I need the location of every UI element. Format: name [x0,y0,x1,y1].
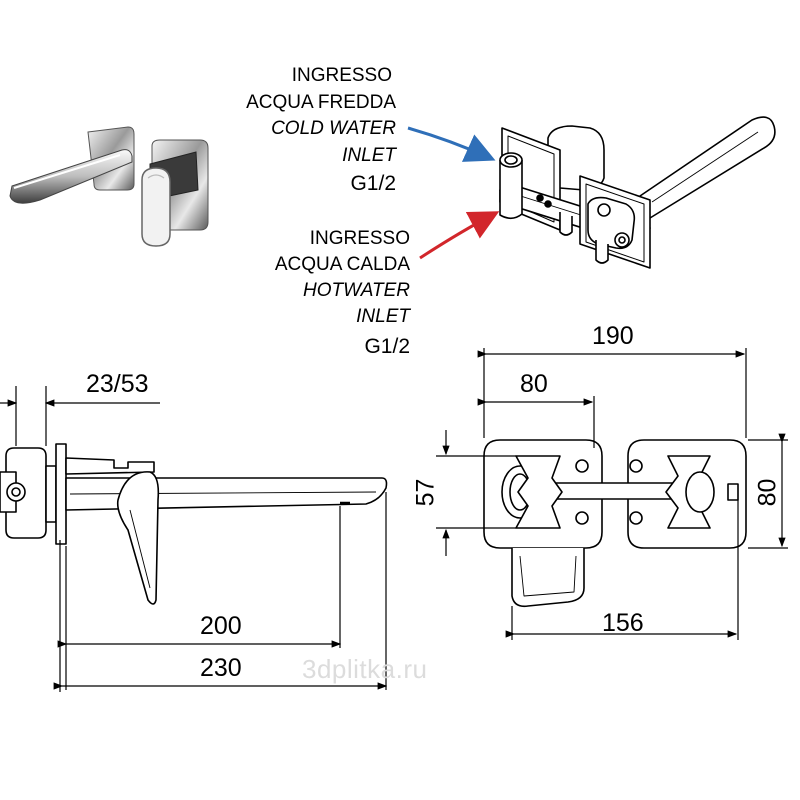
dimension-total-length: 230 [200,654,242,682]
hot-inlet-arrow [419,211,500,260]
front-dimension-lines [436,348,788,640]
hot-inlet-label-1: INGRESSO [309,228,410,249]
dimension-body-width: 156 [602,609,644,637]
cold-inlet-label-3: COLD WATER [271,118,396,139]
cold-inlet-label-2: ACQUA FREDDA [246,92,396,113]
dimension-overall-width: 190 [592,322,634,350]
rough-in-body [499,116,776,269]
watermark: 3dplitka.ru [302,654,428,684]
cold-inlet-arrow [407,126,496,162]
side-dimension-lines [0,386,388,692]
dimension-depth: 23/53 [86,370,149,398]
hot-inlet-label-4: INLET [356,306,410,327]
cold-inlet-label-4: INLET [342,145,396,166]
dimension-plate-height: 57 [411,478,440,507]
cold-inlet-label-1: INGRESSO [291,65,392,86]
dimension-spout-length: 200 [200,612,242,640]
dimension-height: 80 [753,478,782,507]
hot-inlet-thread: G1/2 [364,335,410,358]
cold-inlet-thread: G1/2 [350,172,396,195]
side-view [0,443,388,605]
hot-inlet-label-3: HOTWATER [303,280,410,301]
dimension-handle-spacing: 80 [520,370,548,398]
hot-inlet-label-2: ACQUA CALDA [274,254,410,275]
front-view [483,439,747,608]
product-photo [9,126,209,247]
